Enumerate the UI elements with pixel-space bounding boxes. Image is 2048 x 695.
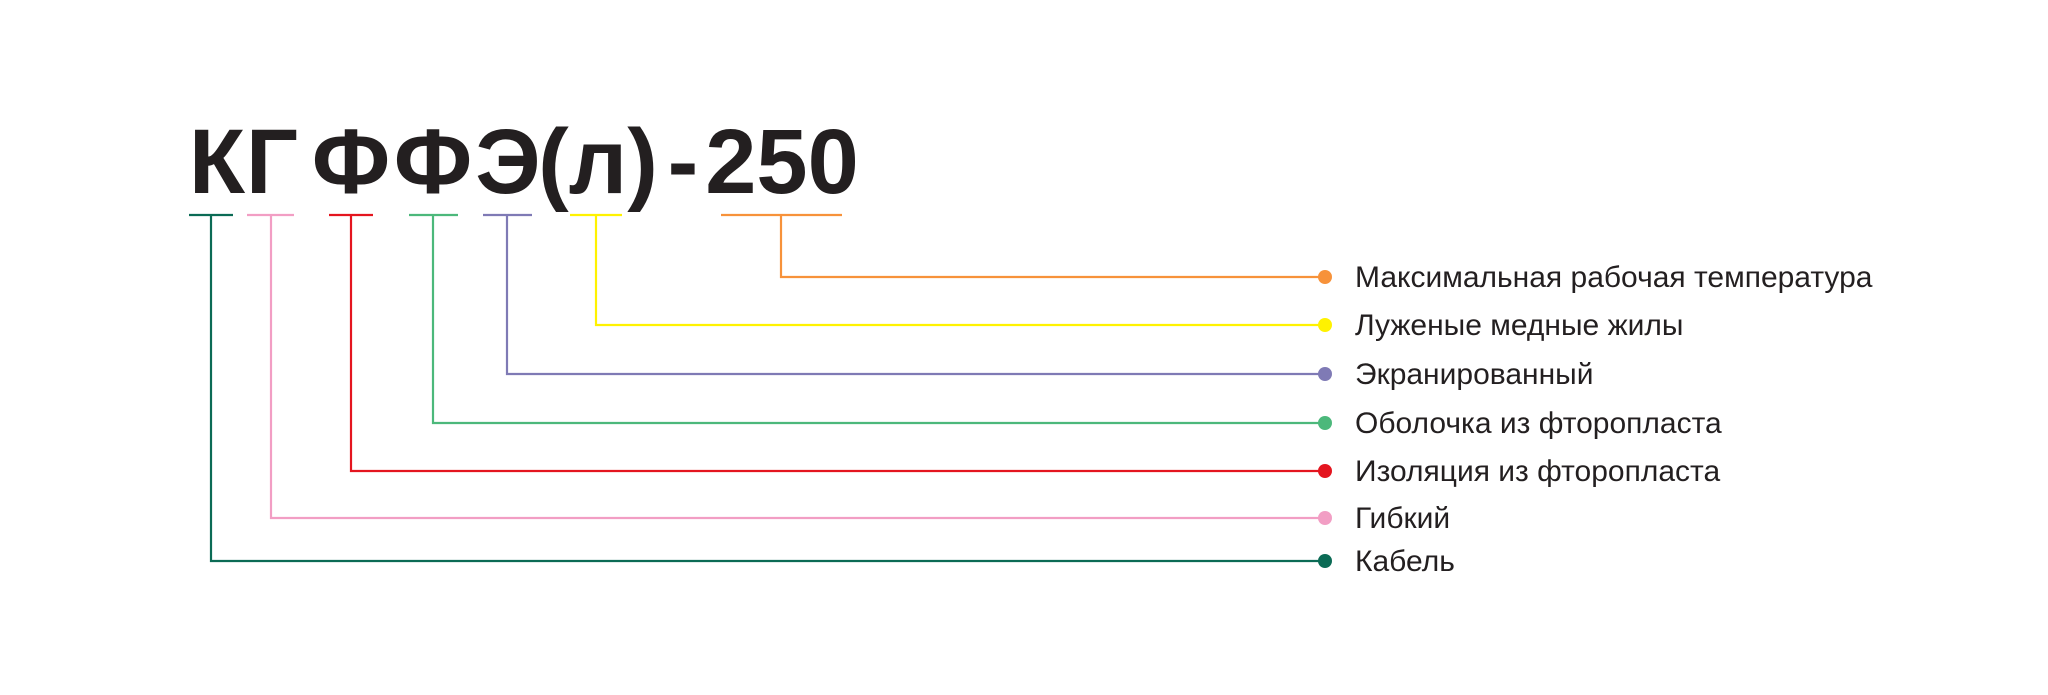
leader-l [594,215,1325,327]
code-separator: - [668,111,699,213]
bullet-k [1318,554,1332,568]
code-letter-e: Э [475,111,540,213]
bullet-f2 [1318,416,1332,430]
label-k: Кабель [1355,545,1455,578]
leader-t [779,215,1325,279]
connector-k [189,213,1332,568]
connector-e [483,213,1332,381]
connector-t [721,213,1332,284]
bullet-g [1318,511,1332,525]
code-letter-f2: Ф [394,111,473,213]
bullet-l [1318,318,1332,332]
code-letter-l: (л) [538,111,658,213]
leader-f2 [431,215,1325,425]
leader-g [269,215,1325,520]
connector-f1 [329,213,1332,478]
bullet-f1 [1318,464,1332,478]
label-g: Гибкий [1355,502,1450,535]
connector-g [247,213,1332,525]
label-e: Экранированный [1355,358,1594,391]
code-letter-f1: Ф [312,111,391,213]
leader-f1 [349,215,1325,473]
label-t: Максимальная рабочая температура [1355,261,1873,294]
leader-e [505,215,1325,376]
code-letter-k: К [189,111,246,213]
connector-l [570,213,1332,332]
connector-f2 [409,213,1332,430]
bullet-t [1318,270,1332,284]
label-f2: Оболочка из фторопласта [1355,407,1722,440]
label-l: Луженые медные жилы [1355,309,1683,342]
bullet-e [1318,367,1332,381]
label-f1: Изоляция из фторопласта [1355,455,1720,488]
code-letter-g: Г [246,111,298,213]
leader-k [209,215,1325,563]
code-letter-t: 250 [705,111,859,213]
